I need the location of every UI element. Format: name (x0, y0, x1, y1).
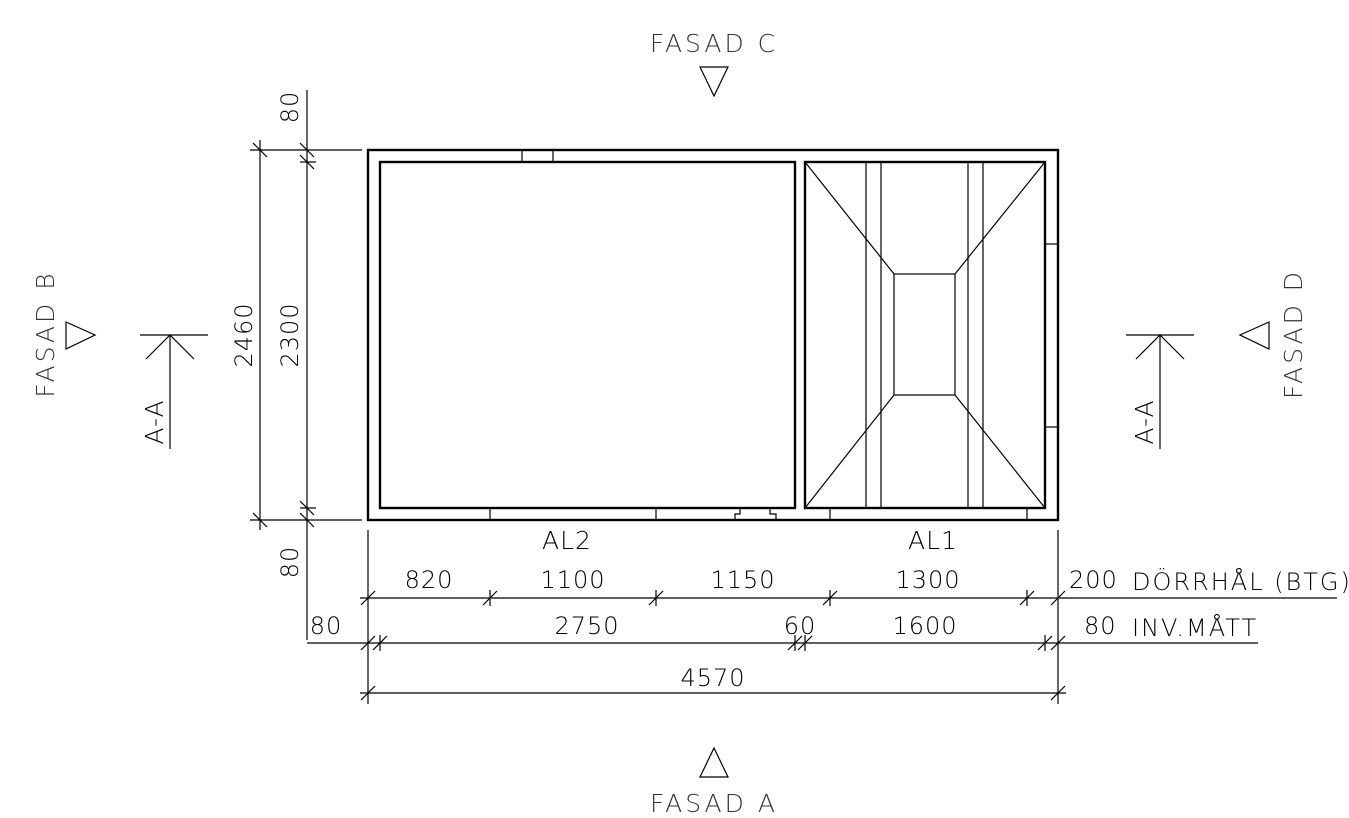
dim-top-wall: 80 (276, 91, 304, 124)
facade-a-marker: FASAD A (650, 746, 778, 818)
facade-a-label: FASAD A (650, 789, 778, 818)
dim-door-segment: 820 (405, 566, 454, 594)
al1-fixture (804, 161, 1046, 509)
dim-interior-end: 80 (1084, 612, 1117, 640)
dim-interior-left-wall: 80 (310, 612, 343, 640)
window-top (521, 149, 554, 163)
section-arrow-icon (145, 334, 195, 360)
dim-interior-segment: 60 (784, 612, 817, 640)
facade-c-label: FASAD C (650, 29, 778, 58)
dim-interior-note: INV.MÅTT (1132, 613, 1258, 642)
facade-c-triangle-icon (699, 66, 729, 98)
dim-door-segment: 1150 (710, 566, 775, 594)
dimension-row-doors (360, 530, 1337, 704)
section-label-left: A-A (140, 399, 169, 444)
building-outline (366, 148, 1060, 522)
facade-d-triangle-icon (1238, 321, 1270, 350)
section-label-right: A-A (1130, 399, 1159, 444)
dim-inner-height: 2300 (276, 302, 304, 367)
room-label-al1: AL1 (908, 526, 958, 555)
dim-door-end: 200 (1069, 566, 1118, 594)
facade-d-marker: FASAD D (1238, 269, 1308, 399)
al1-center-rect (893, 273, 956, 396)
dimension-row-interior (307, 635, 1258, 651)
facade-b-label: FASAD B (31, 270, 60, 397)
vertical-dimension-lines (250, 90, 362, 640)
dim-door-segment: 1100 (540, 566, 605, 594)
facade-b-triangle-icon (65, 321, 97, 350)
section-arrow-icon (1135, 334, 1185, 360)
dim-door-note: DÖRRHÅL (BTG) (1132, 566, 1349, 596)
room-label-al2: AL2 (542, 526, 592, 555)
dim-bottom-wall: 80 (276, 546, 304, 579)
facade-a-triangle-icon (699, 746, 729, 778)
room-al2-inner-wall (378, 160, 797, 510)
dim-door-segment: 1300 (895, 566, 960, 594)
facade-c-marker: FASAD C (650, 29, 778, 98)
section-marker-right: A-A (1126, 334, 1194, 449)
section-marker-left: A-A (140, 334, 208, 449)
facade-d-label: FASAD D (1279, 269, 1308, 399)
dim-interior-segment: 2750 (554, 612, 619, 640)
outer-wall (366, 148, 1060, 522)
dimension-row-overall (360, 685, 1066, 701)
dim-outer-height: 2460 (230, 302, 258, 367)
dim-overall-total: 4570 (680, 664, 745, 692)
facade-b-marker: FASAD B (31, 270, 97, 398)
dim-interior-segment: 1600 (892, 612, 957, 640)
room-al1-inner-wall (803, 160, 1047, 510)
